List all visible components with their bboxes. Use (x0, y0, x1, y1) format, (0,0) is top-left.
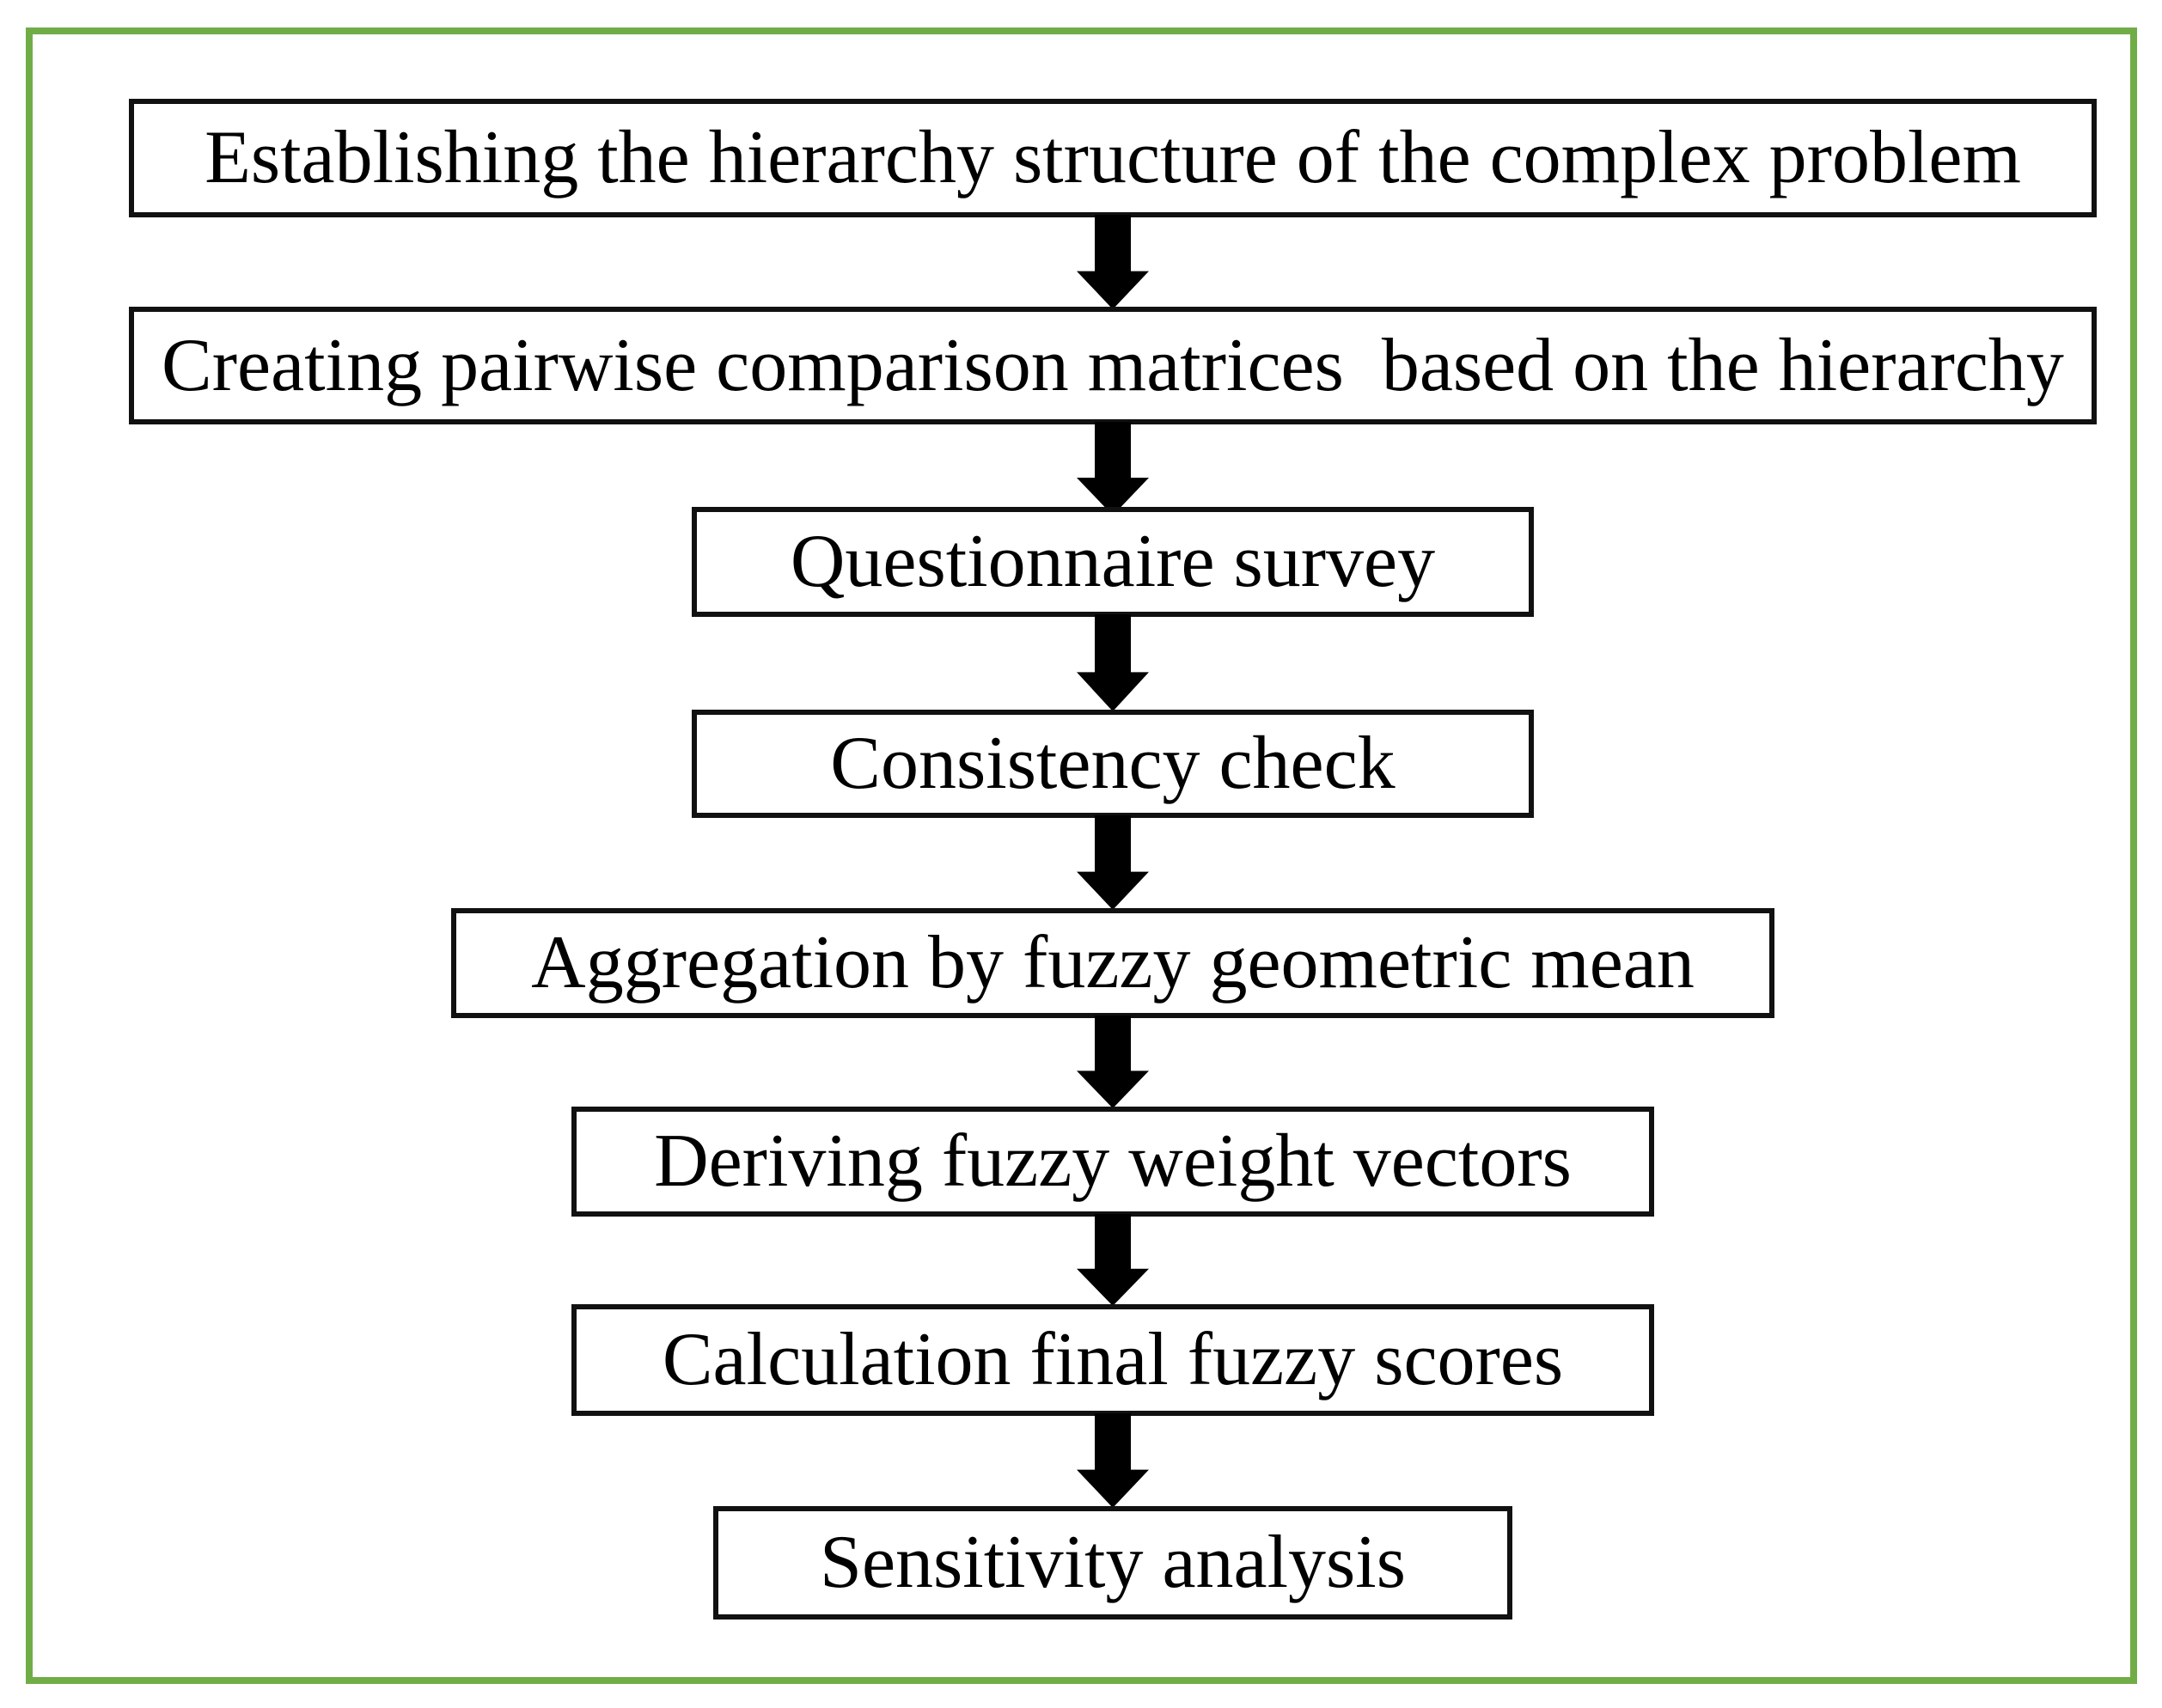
down-arrow-icon (1077, 614, 1149, 711)
flow-step-label: Sensitivity analysis (820, 1521, 1406, 1604)
down-arrow-icon (1077, 1214, 1149, 1306)
flow-step-fuzzy-weight-vectors: Deriving fuzzy weight vectors (571, 1107, 1654, 1217)
flow-step-consistency-check: Consistency check (692, 710, 1534, 818)
flow-step-establish-hierarchy: Establishing the hierarchy structure of … (129, 99, 2097, 217)
flow-step-sensitivity-analysis: Sensitivity analysis (713, 1506, 1512, 1620)
flow-step-label: Establishing the hierarchy structure of … (205, 116, 2021, 199)
flow-step-label: Calculation final fuzzy scores (662, 1318, 1564, 1401)
down-arrow-icon (1077, 1413, 1149, 1508)
flow-step-questionnaire-survey: Questionnaire survey (692, 507, 1534, 617)
down-arrow-icon (1077, 422, 1149, 515)
flow-step-final-fuzzy-scores: Calculation final fuzzy scores (571, 1304, 1654, 1416)
down-arrow-icon (1077, 815, 1149, 910)
down-arrow-icon (1077, 1016, 1149, 1108)
flow-step-aggregation-geometric-mean: Aggregation by fuzzy geometric mean (451, 908, 1774, 1018)
flow-step-label: Deriving fuzzy weight vectors (654, 1119, 1572, 1203)
flow-step-label: Creating pairwise comparison matrices ba… (162, 323, 2064, 407)
flow-step-label: Aggregation by fuzzy geometric mean (531, 921, 1695, 1004)
flow-step-label: Consistency check (830, 722, 1396, 805)
flow-step-label: Questionnaire survey (790, 520, 1436, 603)
flow-step-pairwise-matrices: Creating pairwise comparison matrices ba… (129, 307, 2097, 424)
down-arrow-icon (1077, 215, 1149, 309)
